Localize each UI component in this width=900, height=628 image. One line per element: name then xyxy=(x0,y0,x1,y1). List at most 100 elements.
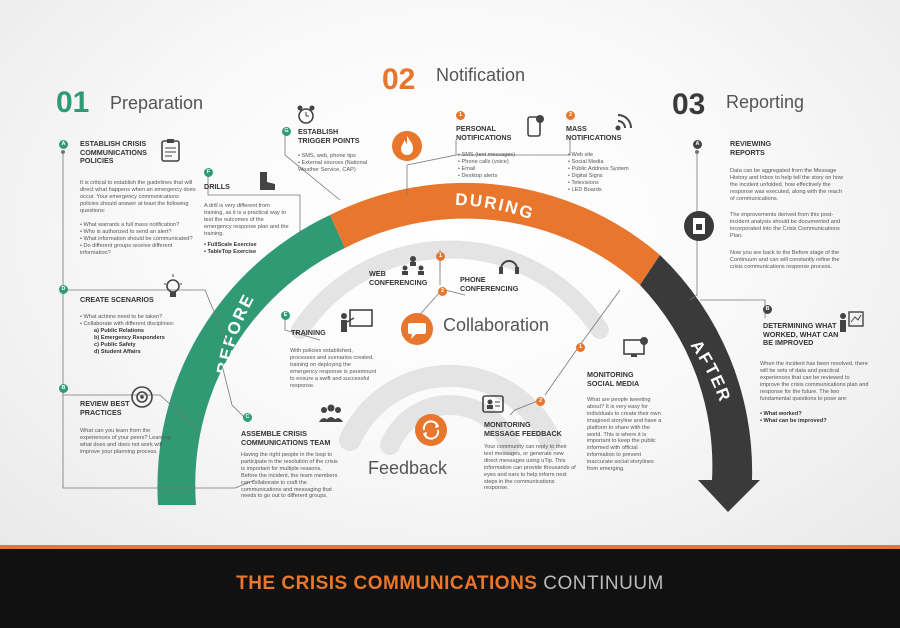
prep-e-text: With policies established, processes and… xyxy=(290,348,377,389)
badge-notif-feedback: 2 xyxy=(536,397,545,406)
wifi-arc-back xyxy=(291,240,609,339)
prep-d-item: • What actions need to be taken? xyxy=(80,314,163,320)
phase-title-reporting: Reporting xyxy=(726,92,805,112)
phase-number-notification: 02 xyxy=(382,63,416,96)
line-report-b xyxy=(700,299,766,318)
prep-f-item: • TableTop Exercise xyxy=(204,248,257,255)
prep-a-list: • What warrants a full mass notification… xyxy=(80,222,198,257)
prep-d-item: • Collaborate with different disciplines… xyxy=(80,320,175,327)
notif-mass-item: • Web site xyxy=(568,152,594,158)
notif-personal-item: • Desktop alerts xyxy=(458,172,498,179)
badge-prep-a: A xyxy=(59,140,68,149)
prep-f-list: • FullScale Exercise • TableTop Exercise xyxy=(204,242,290,256)
badge-report-b: B xyxy=(763,305,772,314)
prep-b-text: What can you learn from the experiences … xyxy=(80,428,171,455)
report-a-title: REVIEWING REPORTS xyxy=(730,139,772,157)
report-b-list: • What worked? • What can be improved? xyxy=(760,411,870,425)
notif-web-title: WEB CONFERENCING xyxy=(369,269,428,287)
footer xyxy=(0,545,900,628)
prep-a-text: It is critical to establish the guidelin… xyxy=(80,180,196,214)
prep-g-item: • SMS, web, phone tips xyxy=(298,153,356,159)
line-prep-c xyxy=(221,364,248,421)
line-report-a xyxy=(689,152,698,301)
badge-prep-c: C xyxy=(243,413,252,422)
headset-icon xyxy=(499,260,519,274)
prep-d-subitem: c) Public Safety xyxy=(94,341,136,348)
notif-mass-item: • Televisions xyxy=(568,179,599,186)
notif-mass-item: • Social Media xyxy=(568,158,604,165)
target-icon xyxy=(131,386,153,408)
wifi-arc-inner xyxy=(380,395,520,455)
report-a-text2: The improvements derived from this post-… xyxy=(730,212,841,239)
line-prep-d xyxy=(63,289,229,346)
monitor-alert-icon xyxy=(623,337,648,357)
badge-prep-b: B xyxy=(59,384,68,393)
during-ribbon xyxy=(330,182,660,285)
notif-personal-item: • SMS (text messages) xyxy=(458,152,515,158)
phase-number-preparation: 01 xyxy=(56,86,90,119)
line-prep-main xyxy=(62,152,256,489)
report-b-title: DETERMINING WHAT WORKED, WHAT CAN BE IMP… xyxy=(763,321,839,347)
prep-e-title: TRAINING xyxy=(291,328,326,337)
notif-personal-title: PERSONAL NOTIFICATIONS xyxy=(456,124,512,142)
line-notif-mass xyxy=(456,140,571,156)
presentation-icon xyxy=(341,309,373,332)
prep-a-title: ESTABLISH CRISIS COMMUNICATIONS POLICIES xyxy=(80,139,147,165)
prep-g-title: ESTABLISH TRIGGER POINTS xyxy=(298,127,360,145)
notif-mass-item: • Digital Signs xyxy=(568,172,603,179)
notif-social-title: MONITORING SOCIAL MEDIA xyxy=(587,370,640,388)
prep-a-item: • Who is authorized to send an alert? xyxy=(80,228,172,235)
prep-d-subitem: b) Emergency Responders xyxy=(94,334,165,341)
badge-prep-e: E xyxy=(281,311,290,320)
notif-feedback-text: Your community can reply to their text m… xyxy=(484,444,576,492)
notif-mass-list: • Web site • Social Media • Public Addre… xyxy=(568,152,648,193)
phase-title-notification: Notification xyxy=(436,65,526,85)
badge-notif-phone: 2 xyxy=(438,287,447,296)
report-b-item: • What can be improved? xyxy=(760,417,827,424)
notif-mass-item: • Public Address System xyxy=(568,165,629,172)
line-prep-b xyxy=(63,394,199,431)
footer-title-sub: CONTINUUM xyxy=(543,573,664,594)
prep-a-item: • What information should be communicate… xyxy=(80,235,193,242)
line-prep-f xyxy=(207,175,301,235)
prep-c-title: ASSEMBLE CRISIS COMMUNICATIONS TEAM xyxy=(241,429,331,447)
badge-notif-personal: 1 xyxy=(456,111,465,120)
notif-mass-item: • LED Boards xyxy=(568,186,602,193)
prep-d-subitem: a) Public Relations xyxy=(94,327,145,334)
line-collab-phone xyxy=(444,289,466,296)
badge-notif-mass: 2 xyxy=(566,111,575,120)
prep-b-title: REVIEW BEST PRACTICES xyxy=(80,399,130,417)
prep-g-item: • External sources (National Weather Ser… xyxy=(298,159,368,173)
clipboard-icon xyxy=(161,139,180,162)
footer-title-main: THE CRISIS COMMUNICATIONS xyxy=(236,573,538,594)
refresh-cycle-icon xyxy=(415,414,447,446)
prep-a-item: • What warrants a full mass notification… xyxy=(80,222,180,228)
footer-accent-bar xyxy=(0,545,900,549)
prep-d-title: CREATE SCENARIOS xyxy=(80,295,154,304)
prep-f-item: • FullScale Exercise xyxy=(204,242,257,248)
notif-phone-title: PHONE CONFERENCING xyxy=(460,275,519,293)
wifi-arc-outer xyxy=(339,364,561,451)
chat-bubble-icon xyxy=(401,313,433,345)
prep-f-text: A drill is very different from training,… xyxy=(204,203,289,237)
badge-prep-g: G xyxy=(282,127,291,136)
lightbulb-icon xyxy=(164,274,182,297)
prep-f-title: DRILLS xyxy=(204,182,230,191)
report-b-text: When the incident has been resolved, the… xyxy=(760,361,869,402)
contact-card-icon xyxy=(482,395,504,413)
notif-personal-list: • SMS (text messages) • Phone calls (voi… xyxy=(458,152,538,180)
boot-icon xyxy=(260,172,275,190)
prep-d-list: • What actions need to be taken? • Colla… xyxy=(80,314,190,355)
before-ribbon xyxy=(157,215,345,505)
line-prep-e xyxy=(284,318,321,341)
line-feedback xyxy=(509,399,541,416)
report-document-icon xyxy=(684,211,714,241)
notif-mass-title: MASS NOTIFICATIONS xyxy=(566,124,622,142)
report-a-text3: Now you are back to the Before stage of … xyxy=(730,250,840,270)
phone-alert-icon xyxy=(527,115,544,137)
collaboration-label: Collaboration xyxy=(443,315,550,335)
phase-number-reporting: 03 xyxy=(672,88,706,121)
line-prep-g xyxy=(284,135,341,201)
badge-notif-social: 1 xyxy=(576,343,585,352)
prep-g-list: • SMS, web, phone tips • External source… xyxy=(298,153,378,174)
